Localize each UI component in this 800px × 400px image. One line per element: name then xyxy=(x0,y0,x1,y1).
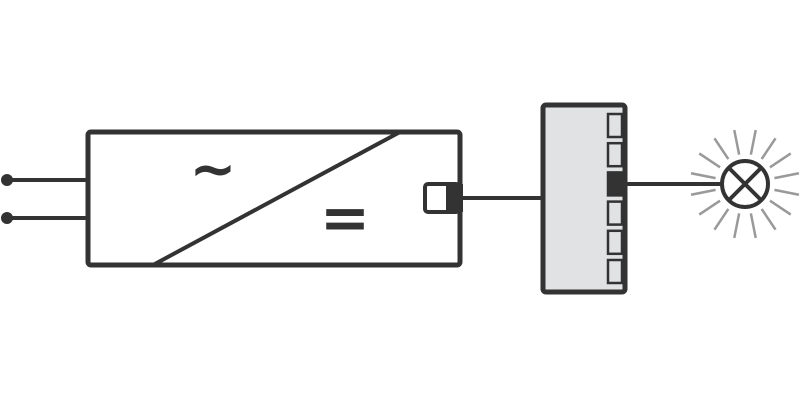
dc-symbol: = xyxy=(320,183,370,253)
terminal-dot-2 xyxy=(1,212,13,224)
light-ray xyxy=(713,208,730,231)
light-ray xyxy=(749,129,757,155)
ac-symbol: ~ xyxy=(190,137,237,202)
input-wires xyxy=(1,174,88,224)
light-ray xyxy=(733,213,741,239)
light-ray xyxy=(698,152,721,169)
terminal-dot-1 xyxy=(1,174,13,186)
distributor-port-occupied xyxy=(606,171,624,197)
converter-diagonal xyxy=(152,130,401,267)
light-ray xyxy=(698,199,721,216)
light-rays xyxy=(690,129,800,239)
light-ray xyxy=(769,152,792,169)
light-ray xyxy=(760,208,777,231)
light-ray xyxy=(774,172,800,180)
light-ray xyxy=(690,188,716,196)
connector-plug xyxy=(446,184,463,212)
distributor-port xyxy=(606,141,624,168)
light-ray xyxy=(749,213,757,239)
distributor-port xyxy=(606,200,624,226)
light-ray xyxy=(774,188,800,196)
distributor xyxy=(540,102,628,295)
lamp xyxy=(690,129,800,239)
ac-dc-converter: ~ = xyxy=(85,129,463,268)
distributor-port xyxy=(606,229,624,256)
light-ray xyxy=(733,129,741,155)
distributor-port xyxy=(606,112,624,139)
light-ray xyxy=(769,199,792,216)
light-ray xyxy=(713,137,730,160)
distributor-port xyxy=(606,258,624,285)
light-ray xyxy=(760,137,777,160)
light-ray xyxy=(690,172,716,180)
